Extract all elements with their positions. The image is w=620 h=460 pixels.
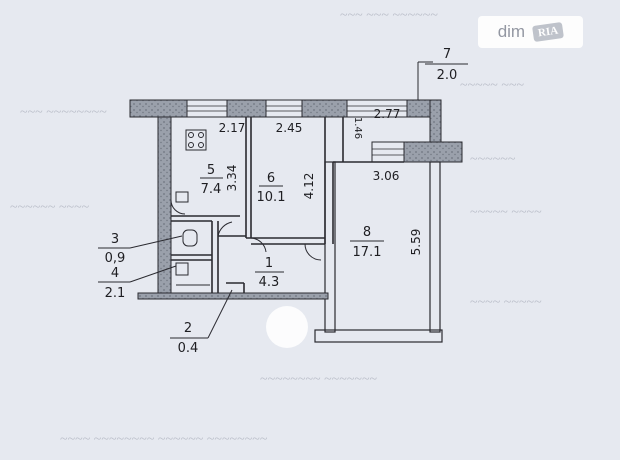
dimension-top-small: 1.46 [352,117,363,139]
background-text: ~~~~~~ [470,152,516,167]
door-swings [170,199,322,261]
location-pin-overlay [266,306,308,348]
background-text: ~~~~~~ ~~~~ [10,200,90,215]
dimension-room8-height: 5.59 [409,229,423,256]
room-5-number: 5 [207,163,215,178]
leader-lines [98,61,468,339]
fixtures [175,129,210,286]
room-4-area: 2.1 [105,286,126,301]
dimension-kitchen-height: 3.34 [225,165,239,192]
window-openings [186,99,408,163]
background-text: ~~~~ ~~~~~~~~ ~~~~~~ ~~~~~~~~ [60,432,268,447]
dimension-top-left: 2.17 [219,121,246,135]
dimension-top-right: 2.77 [374,107,401,121]
room-1-area: 4.3 [259,275,280,290]
background-text: ~~~ ~~~~~~~~ [20,105,107,120]
room-5-area: 7.4 [201,182,222,197]
dimension-top-middle: 2.45 [276,121,303,135]
room-8-number: 8 [363,225,371,240]
room-1-number: 1 [265,256,273,271]
room-2-area: 0.4 [178,341,199,356]
background-text: ~~~ ~~~ ~~~~~~ [340,8,438,23]
background-text: ~~~~ ~~~~~ [470,295,542,310]
room-8-area: 17.1 [353,245,382,260]
room-3-area: 0,9 [105,251,126,266]
dimension-room8-width: 3.06 [373,169,400,183]
room-3-number: 3 [111,232,119,247]
room-7-number: 7 [443,47,451,62]
background-text: ~~~~~~~~ ~~~~~~~ [260,372,378,387]
background-text: ~~~~~ ~~~~ [470,205,542,220]
room-6-area: 10.1 [257,190,286,205]
interior-walls [171,117,404,293]
room-4-number: 4 [111,266,119,281]
room-7-area: 2.0 [437,68,458,83]
room-2-number: 2 [184,321,192,336]
watermark-logo: dim RIA [478,16,583,48]
background-text: ~~~~~ ~~~ [460,78,525,93]
watermark-badge: RIA [532,21,565,43]
room-6-number: 6 [267,171,275,186]
watermark-brand: dim [497,22,526,41]
dimension-room6-height: 4.12 [302,173,316,200]
